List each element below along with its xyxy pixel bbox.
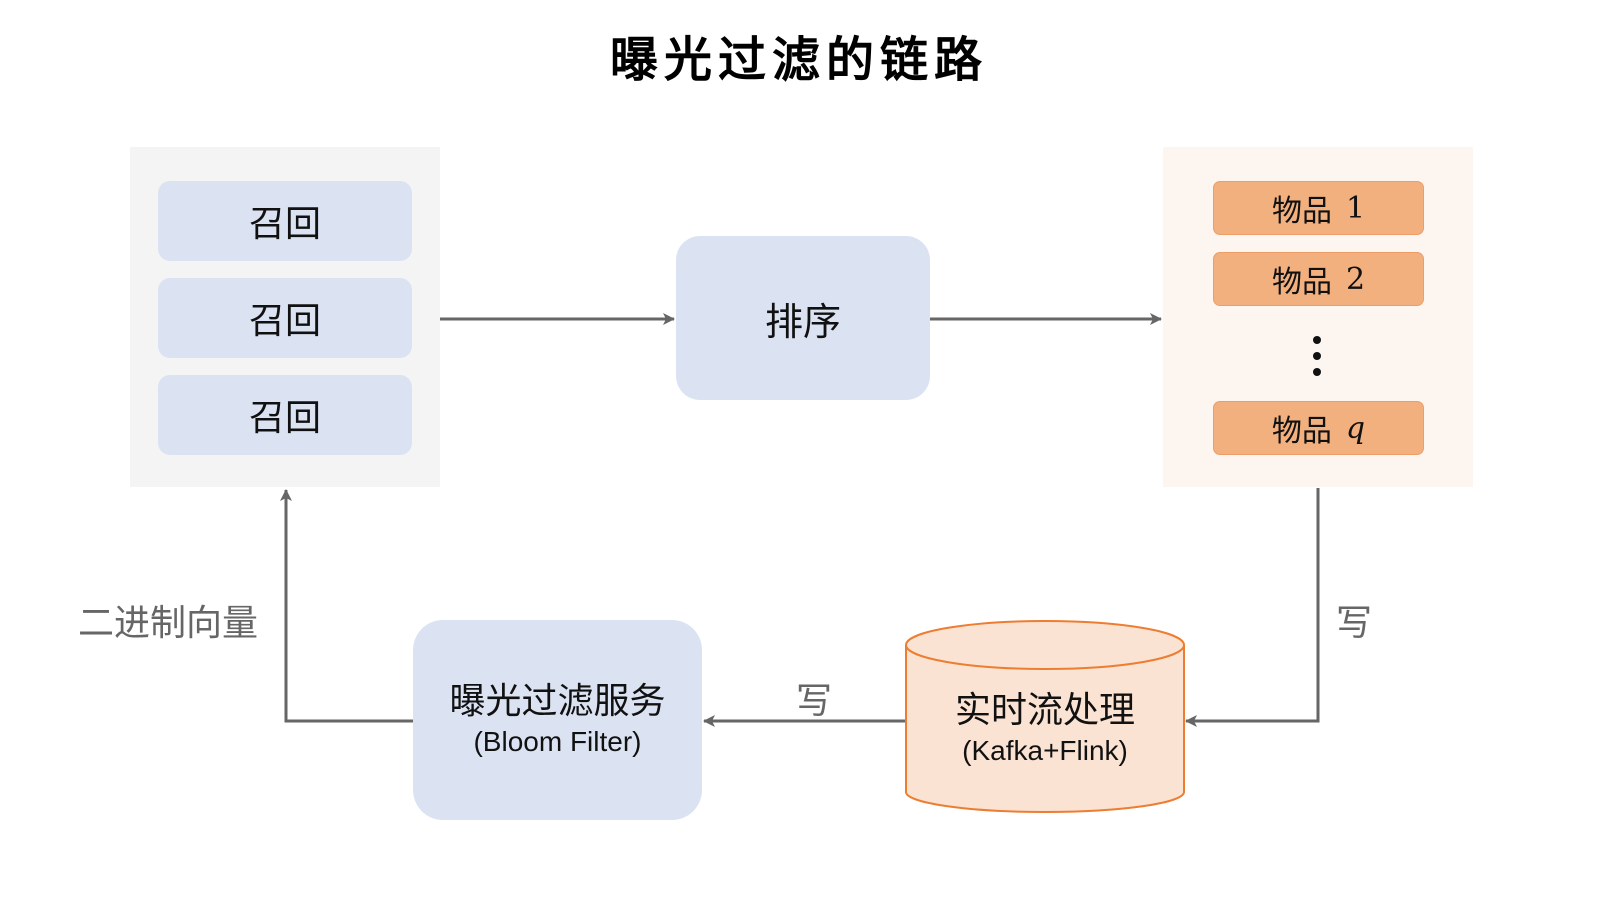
bloom-filter-service-box: 曝光过滤服务 (Bloom Filter) <box>413 620 702 820</box>
item-index: 1 <box>1345 190 1366 226</box>
item-box: 物品 2 <box>1213 252 1424 306</box>
item-name: 物品 <box>1271 414 1332 449</box>
ranking-box: 排序 <box>676 236 930 400</box>
bloom-service-detail: (Bloom Filter) <box>473 726 642 757</box>
label-write-bottom: 写 <box>796 681 833 722</box>
item-name: 物品 <box>1271 194 1332 229</box>
item-box: 物品 q <box>1213 401 1424 455</box>
item-box: 物品 1 <box>1213 181 1424 235</box>
recall-box: 召回 <box>158 375 412 455</box>
recall-box: 召回 <box>158 278 412 358</box>
cylinder-top <box>905 620 1185 670</box>
ellipsis-dots <box>1305 336 1329 380</box>
stream-detail: (Kafka+Flink) <box>962 735 1128 766</box>
stream-name: 实时流处理 <box>954 690 1135 731</box>
label-write-right: 写 <box>1336 603 1373 644</box>
arrow-items-to-stream <box>1185 488 1320 727</box>
item-index: q <box>1345 410 1366 446</box>
item-name: 物品 <box>1271 265 1332 300</box>
item-index: 2 <box>1345 261 1366 297</box>
cylinder-body <box>905 645 1185 813</box>
arrow-bloom-to-recall <box>280 489 413 723</box>
recall-box: 召回 <box>158 181 412 261</box>
diagram-title: 曝光过滤的链路 <box>609 32 988 88</box>
label-binary-vector: 二进制向量 <box>78 603 259 644</box>
bloom-service-name: 曝光过滤服务 <box>449 681 666 722</box>
stream-processing-cylinder: 实时流处理 (Kafka+Flink) <box>906 648 1184 810</box>
